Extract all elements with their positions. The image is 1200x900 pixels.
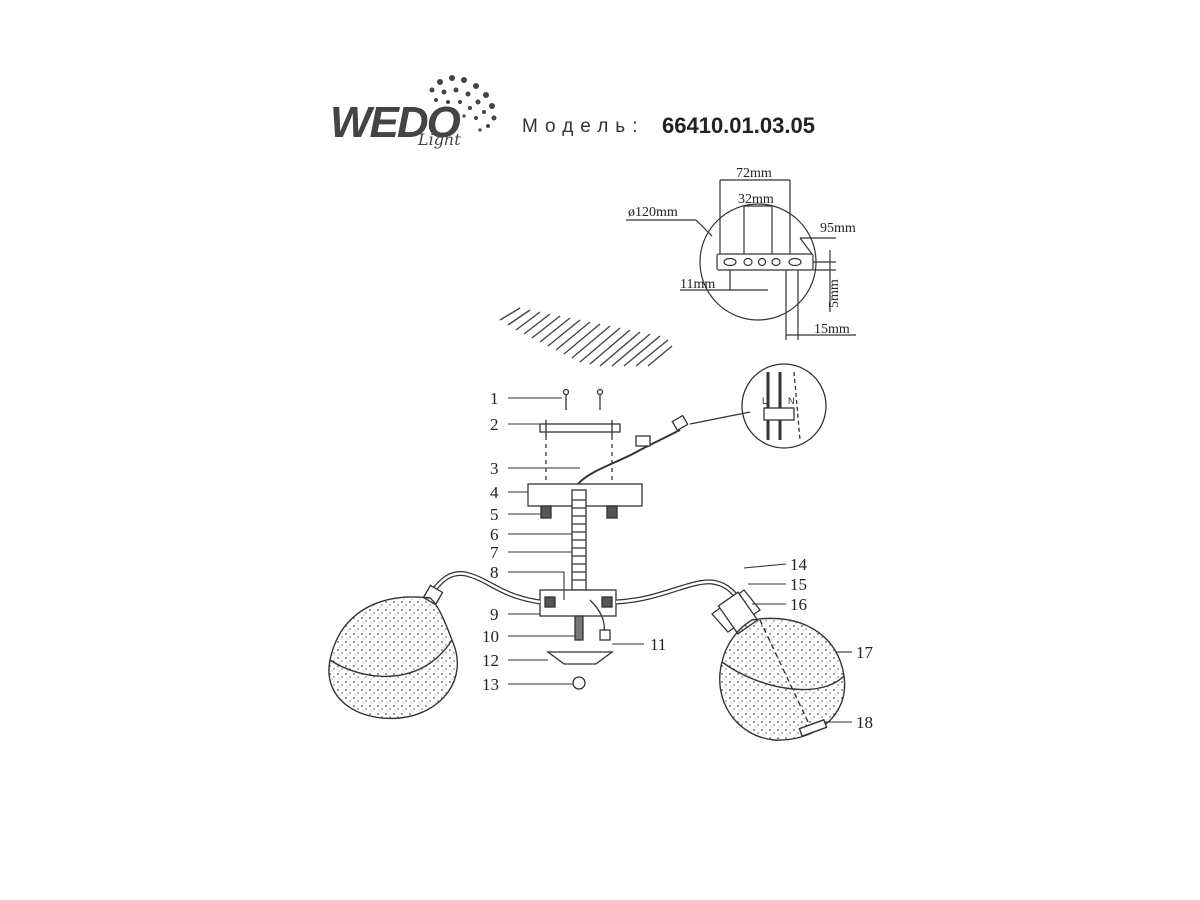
callout-numbers: 1 2 3 4 5 6 7 8 9 10 11 12 13 14 15 16 1… <box>482 389 874 732</box>
callout-13: 13 <box>482 675 499 694</box>
callout-12: 12 <box>482 651 499 670</box>
dim-32mm: 32mm <box>738 192 774 207</box>
dim-95mm: 95mm <box>820 221 856 236</box>
callout-15: 15 <box>790 575 807 594</box>
callout-14: 14 <box>790 555 808 574</box>
brand-logo-script: Light <box>418 130 461 149</box>
brand-logo: WEDO <box>330 98 461 147</box>
callout-6: 6 <box>490 525 499 544</box>
model-number: 66410.01.03.05 <box>662 113 815 138</box>
logo-swirl-icon <box>429 75 497 132</box>
wire-n-label: N <box>788 396 795 406</box>
model-label: Модель: <box>522 116 645 137</box>
callout-3: 3 <box>490 459 499 478</box>
wire-l-label: L <box>762 396 767 406</box>
callout-16: 16 <box>790 595 807 614</box>
callout-leaders <box>508 397 852 723</box>
callout-7: 7 <box>490 543 499 562</box>
fixture-assembly <box>422 388 761 690</box>
dim-11mm: 11mm <box>680 277 715 292</box>
callout-4: 4 <box>490 483 499 502</box>
callout-9: 9 <box>490 605 499 624</box>
dim-15mm: 15mm <box>814 322 850 337</box>
callout-5: 5 <box>490 505 499 524</box>
callout-11: 11 <box>650 635 666 654</box>
mounting-plate-detail <box>626 179 856 340</box>
callout-2: 2 <box>490 415 499 434</box>
dim-72mm: 72mm <box>736 166 772 181</box>
dim-diameter-120mm: ø120mm <box>628 205 678 220</box>
callout-1: 1 <box>490 389 499 408</box>
callout-18: 18 <box>856 713 873 732</box>
callout-10: 10 <box>482 627 499 646</box>
dim-5mm: 5mm <box>827 279 842 308</box>
left-glass-shade <box>328 596 458 720</box>
callout-17: 17 <box>856 643 874 662</box>
ceiling-hatch <box>499 307 673 367</box>
right-glass-shade <box>719 617 846 741</box>
callout-8: 8 <box>490 563 499 582</box>
wiring-detail <box>741 363 827 449</box>
